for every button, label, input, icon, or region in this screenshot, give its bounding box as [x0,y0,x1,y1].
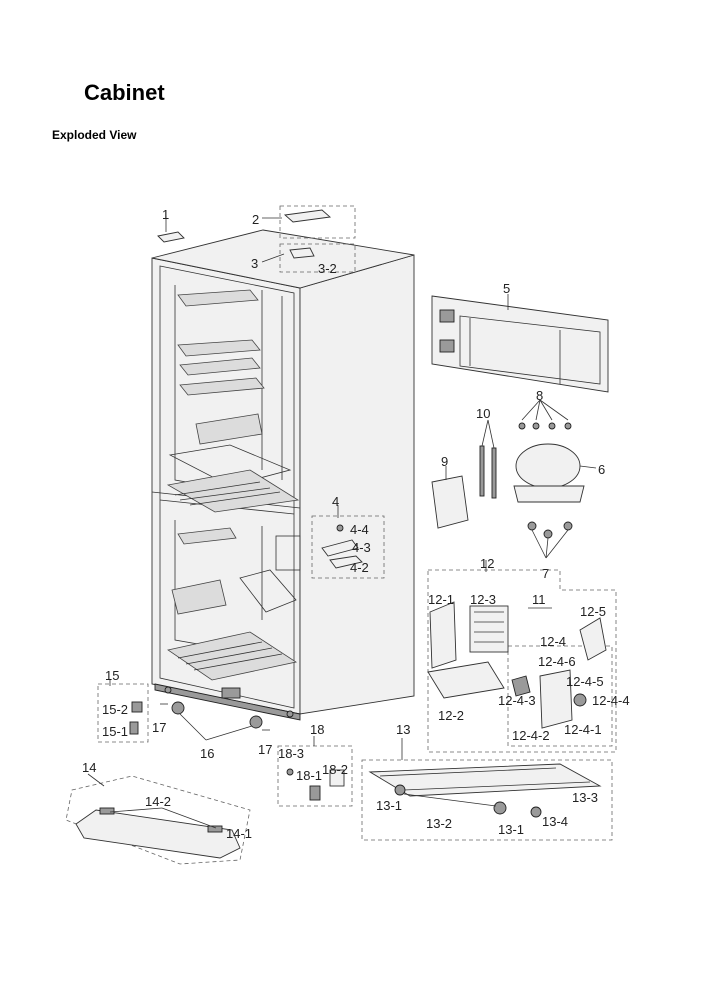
callout-10: 10 [476,406,490,421]
callout-14-1: 14-1 [226,826,252,841]
callout-4-2: 4-2 [350,560,369,575]
callout-12-4-4: 12-4-4 [592,693,630,708]
callout-3-2: 3-2 [318,261,337,276]
part-14-group: 14 14-2 14-1 [65,760,252,865]
callout-12-4-6: 12-4-6 [538,654,576,669]
callout-13-4: 13-4 [542,814,568,829]
callout-12-1: 12-1 [428,592,454,607]
part-15-group: 15 15-2 15-1 [97,668,149,743]
callout-4-3: 4-3 [352,540,371,555]
callout-16: 16 [200,746,214,761]
part-2-3-group: 2 3 3-2 [251,205,356,276]
callout-13-1a: 13-1 [376,798,402,813]
callout-8: 8 [536,388,543,403]
callout-4-4: 4-4 [350,522,369,537]
callout-14: 14 [82,760,96,775]
callout-7: 7 [542,566,549,581]
callout-12-4-2: 12-4-2 [512,728,550,743]
callout-12-5: 12-5 [580,604,606,619]
callout-2: 2 [252,212,259,227]
callout-12-4-3: 12-4-3 [498,693,536,708]
callout-18: 18 [310,722,324,737]
callout-12-2: 12-2 [438,708,464,723]
part-18-group: 18 18-3 18-1 18-2 [277,722,353,807]
part-13-group: 13 13-1 13-1 13-2 13-3 13-4 [361,722,613,841]
part-6-compressor: 6 8 7 [513,388,605,581]
part-11: 11 [528,592,552,609]
callout-13-2: 13-2 [426,816,452,831]
callout-12: 12 [480,556,494,571]
callout-5: 5 [503,281,510,296]
callout-18-3: 18-3 [278,746,304,761]
part-16-17: 16 17 17 [152,701,272,761]
callout-15-2: 15-2 [102,702,128,717]
part-9: 9 [431,454,469,529]
callout-15: 15 [105,668,119,683]
callout-11: 11 [532,592,546,607]
callout-4: 4 [332,494,339,509]
callout-12-4-5: 12-4-5 [566,674,604,689]
callout-12-4: 12-4 [540,634,566,649]
callout-13-1b: 13-1 [498,822,524,837]
callout-6: 6 [598,462,605,477]
callout-18-2: 18-2 [322,762,348,777]
callout-17b: 17 [258,742,272,757]
callout-13: 13 [396,722,410,737]
cabinet-body [151,229,415,721]
part-4-group: 4 4-4 4-3 4-2 [311,494,385,579]
section-subtitle: Exploded View [52,128,137,142]
part-12-group: 12 12-1 12-3 12-2 12-4 12-4-6 12-5 12-4-… [427,556,630,753]
callout-15-1: 15-1 [102,724,128,739]
callout-17a: 17 [152,720,166,735]
callout-12-4-1: 12-4-1 [564,722,602,737]
callout-1: 1 [162,207,169,222]
part-10: 10 [476,406,497,499]
callout-13-3: 13-3 [572,790,598,805]
callout-9: 9 [441,454,448,469]
callout-14-2: 14-2 [145,794,171,809]
part-1: 1 [157,207,185,243]
callout-12-3: 12-3 [470,592,496,607]
page-title: Cabinet [84,80,165,105]
part-5: 5 [431,281,609,393]
callout-18-1: 18-1 [296,768,322,783]
callout-3: 3 [251,256,258,271]
